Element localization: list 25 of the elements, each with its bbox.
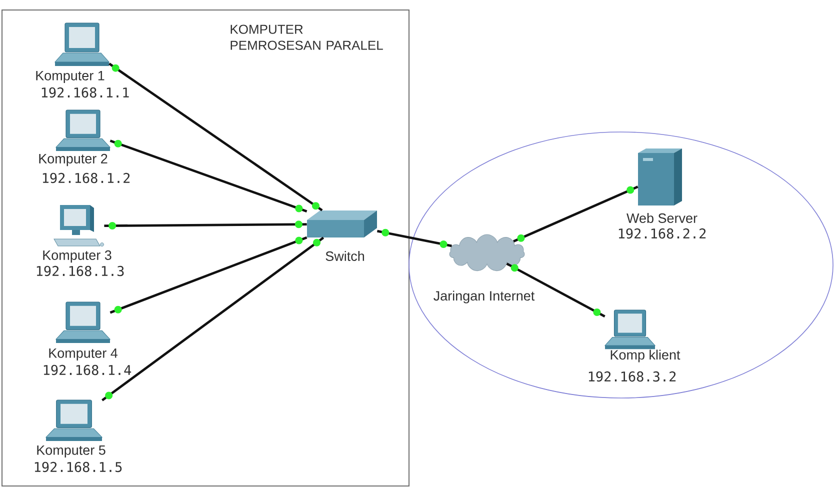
device-label: Switch	[326, 251, 364, 261]
ip-address: 192.168.1.5	[34, 462, 122, 472]
ip-address: 192.168.1.4	[44, 364, 132, 376]
boundary-ellipse	[408, 132, 834, 398]
network-cable	[104, 220, 307, 230]
ip-address: 192.168.3.2	[588, 371, 676, 382]
network-cable	[506, 262, 606, 318]
network-cable	[102, 236, 324, 402]
ip-address: 192.168.1.2	[42, 172, 130, 184]
device-label: Komputer 2	[39, 154, 108, 166]
network-cable	[110, 236, 308, 314]
device-label: Komputer 1	[36, 70, 104, 84]
device-label: Komputer 5	[37, 445, 106, 458]
ip-address: 192.168.1.1	[42, 87, 129, 98]
network-cable	[513, 186, 638, 242]
ip-address: 192.168.2.2	[618, 228, 706, 239]
network-cable	[108, 62, 323, 212]
device-label: Komp klient	[610, 350, 680, 362]
device-label: Jaringan Internet	[434, 290, 535, 304]
device-label: Komputer 4	[49, 348, 118, 361]
ip-address: 192.168.1.3	[36, 266, 124, 276]
device-label: Web Server	[626, 213, 698, 223]
network-cable	[376, 228, 452, 248]
network-cable	[110, 140, 308, 212]
device-label: Komputer 3	[43, 250, 112, 263]
